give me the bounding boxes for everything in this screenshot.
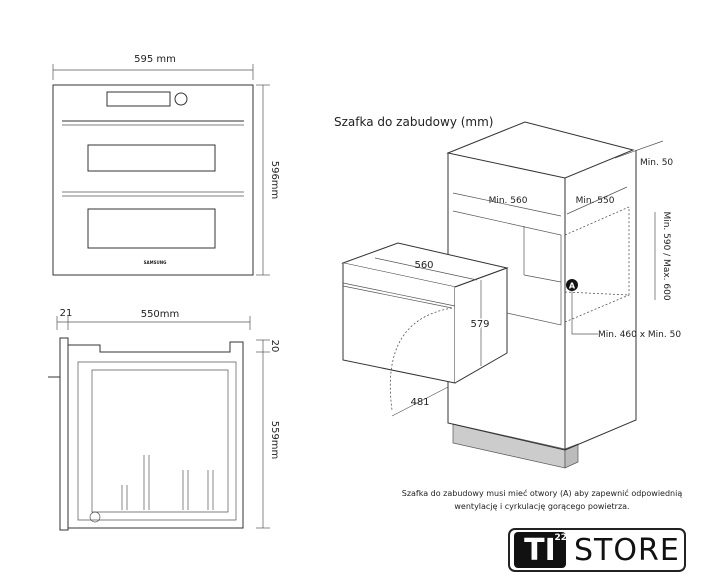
side-depth-label: 550mm: [141, 309, 180, 320]
note-line-1: Szafka do zabudowy musi mieć otwory (A) …: [401, 489, 683, 498]
oven-body-side: [67, 341, 244, 529]
side-view: 21 550mm 20 559mm: [48, 308, 280, 531]
vent-size-label: Min. 460 x Min. 50: [598, 330, 681, 340]
side-height-label: 559mm: [269, 421, 280, 460]
min-back-label: Min. 50: [640, 158, 673, 168]
lower-window: [87, 208, 216, 249]
logo-mark-text: TI: [524, 532, 556, 568]
logo-text: STORE: [574, 532, 680, 568]
brand-logo: SAMSUNG: [144, 260, 167, 265]
side-top-label: 20: [269, 340, 280, 353]
cabinet-view: Szafka do zabudowy (mm) Min. 560 Min. 55…: [334, 115, 681, 469]
logo-sup: 22: [554, 533, 567, 543]
door-open-label: 481: [410, 397, 429, 408]
oven-width-label: 560: [414, 260, 433, 271]
ventilation-note: Szafka do zabudowy musi mieć otwory (A) …: [360, 487, 724, 513]
oven-door-side: [59, 337, 69, 531]
vent-marker-label: A: [569, 282, 576, 291]
side-front-label: 21: [60, 308, 73, 319]
front-view: 595 mm SAMSUNG 596mm: [52, 54, 280, 276]
display-panel: [106, 91, 171, 107]
front-height-label: 596mm: [269, 161, 280, 200]
vent-marker: [566, 279, 578, 291]
min-width-label: Min. 560: [489, 196, 528, 206]
cabinet-title: Szafka do zabudowy (mm): [334, 115, 493, 129]
note-line-2: wentylację i cyrkulację gorącego powietr…: [454, 502, 630, 511]
min-depth-label: Min. 550: [576, 196, 615, 206]
control-knob-icon: [174, 92, 188, 106]
oven-height-label: 579: [470, 319, 489, 330]
front-width-label: 595 mm: [134, 54, 176, 65]
oven-front: [52, 84, 254, 276]
upper-window: [87, 144, 216, 172]
height-range-label: Min. 590 / Max. 600: [661, 211, 671, 300]
cabinet-top: [446, 121, 635, 179]
